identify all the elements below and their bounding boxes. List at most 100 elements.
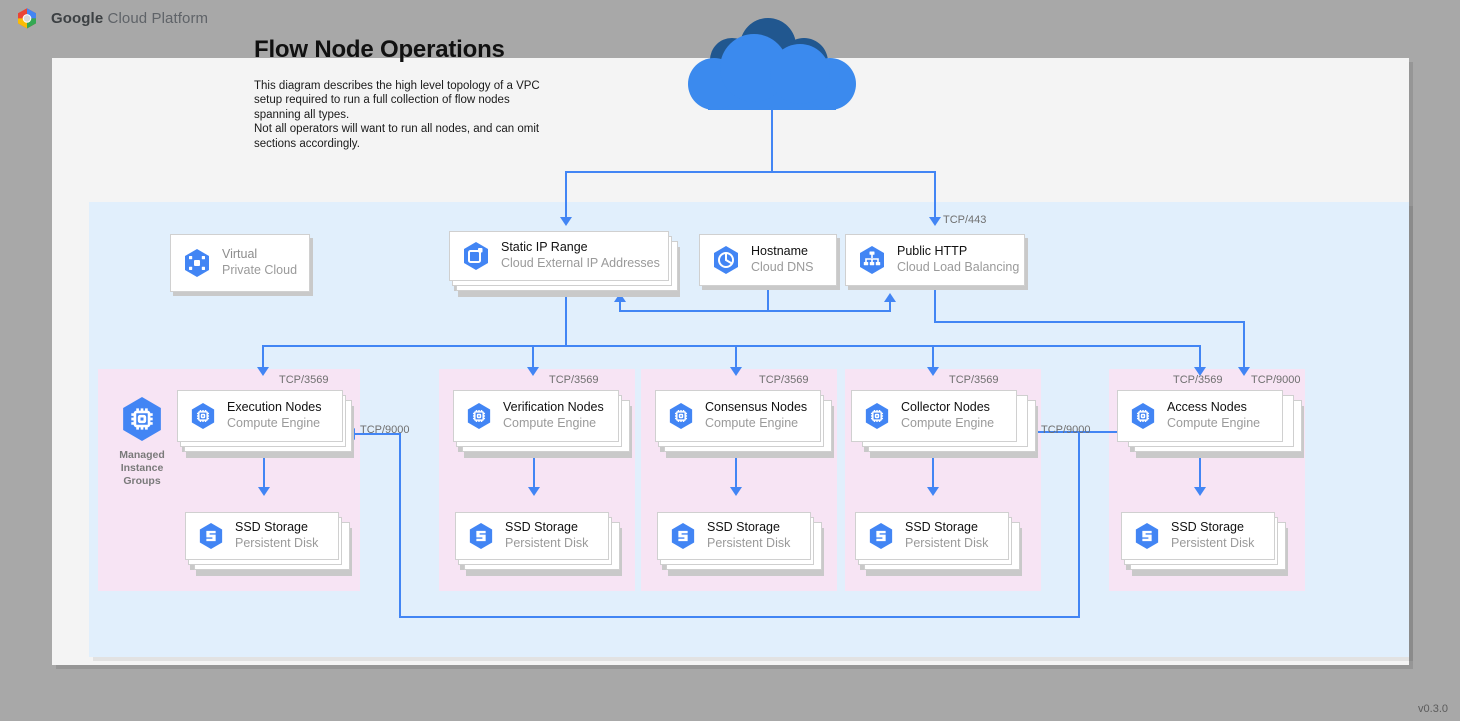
- arrow-access-to-storage: [1194, 487, 1206, 496]
- card-ssd-storage-collector[interactable]: SSD Storage Persistent Disk: [855, 512, 1009, 560]
- arrow-cloud-to-lb: [929, 217, 941, 226]
- card-title: SSD Storage: [235, 520, 308, 535]
- card-subtitle: Persistent Disk: [707, 536, 791, 550]
- card-ssd-storage-verification[interactable]: SSD Storage Persistent Disk: [455, 512, 609, 560]
- cloud-load-balancing-icon: [858, 245, 886, 275]
- port-label-execution-9000: TCP/9000: [360, 424, 410, 436]
- connector-staticip-down: [565, 281, 567, 346]
- card-title: Virtual: [222, 247, 258, 262]
- connector-drop-execution: [262, 345, 264, 369]
- port-label-collector-3569: TCP/3569: [949, 374, 999, 386]
- card-title: Access Nodes: [1167, 400, 1247, 415]
- card-execution-nodes[interactable]: Execution Nodes Compute Engine: [177, 390, 343, 442]
- cloud-external-ip-addresses-icon: [462, 241, 490, 271]
- arrow-drop-execution: [257, 367, 269, 376]
- persistent-disk-icon: [198, 522, 224, 550]
- card-subtitle: Persistent Disk: [905, 536, 989, 550]
- connector-access-to-storage: [1199, 447, 1201, 489]
- card-subtitle: Compute Engine: [705, 416, 799, 430]
- port-label-consensus-3569: TCP/3569: [759, 374, 809, 386]
- connector-cloud-stem: [771, 108, 773, 173]
- connector-return-bus: [619, 310, 891, 312]
- port-label-execution-3569: TCP/3569: [279, 374, 329, 386]
- card-title: Hostname: [751, 244, 808, 259]
- card-text: SSD Storage Persistent Disk: [905, 520, 988, 551]
- card-ssd-storage-access[interactable]: SSD Storage Persistent Disk: [1121, 512, 1275, 560]
- card-verification-nodes[interactable]: Verification Nodes Compute Engine: [453, 390, 619, 442]
- arrow-cloud-to-staticip: [560, 217, 572, 226]
- gcp-brand-title: Google Cloud Platform: [51, 10, 208, 27]
- card-ssd-storage-consensus[interactable]: SSD Storage Persistent Disk: [657, 512, 811, 560]
- connector-drop-verification: [532, 345, 534, 369]
- connector-lb-down: [934, 286, 936, 322]
- card-virtual-private-cloud[interactable]: Virtual Private Cloud: [170, 234, 310, 292]
- arrow-drop-access: [1194, 367, 1206, 376]
- card-text: Virtual Private Cloud: [222, 247, 297, 278]
- port-label-verification-3569: TCP/3569: [549, 374, 599, 386]
- port-label-collector-9000: TCP/9000: [1041, 424, 1091, 436]
- connector-collector-to-storage: [932, 447, 934, 489]
- gcp-brand-rest: Cloud Platform: [103, 10, 209, 27]
- card-text: Public HTTP Cloud Load Balancing: [897, 244, 1019, 275]
- compute-engine-icon: [190, 402, 216, 430]
- card-text: Collector Nodes Compute Engine: [901, 400, 994, 431]
- gcp-brand-bold: Google: [51, 10, 104, 27]
- card-text: SSD Storage Persistent Disk: [1171, 520, 1254, 551]
- diagram-description: This diagram describes the high level to…: [254, 80, 540, 150]
- card-subtitle: Cloud Load Balancing: [897, 260, 1020, 274]
- connector-lb-to-access-h: [934, 321, 1245, 323]
- card-text: SSD Storage Persistent Disk: [235, 520, 318, 551]
- card-title: SSD Storage: [707, 520, 780, 535]
- card-text: Consensus Nodes Compute Engine: [705, 400, 807, 431]
- diagram-title: Flow Node Operations: [254, 36, 505, 63]
- card-title: Static IP Range: [501, 240, 588, 255]
- connector-drop-collector: [932, 345, 934, 369]
- card-text: SSD Storage Persistent Disk: [707, 520, 790, 551]
- card-subtitle: Compute Engine: [227, 416, 321, 430]
- card-subtitle: Private Cloud: [222, 263, 298, 277]
- card-ssd-storage-execution[interactable]: SSD Storage Persistent Disk: [185, 512, 339, 560]
- connector-cloud-bus: [566, 171, 936, 173]
- connector-access-bottom-down: [1078, 431, 1080, 618]
- port-label-tcp443: TCP/443: [943, 214, 987, 226]
- card-text: Static IP Range Cloud External IP Addres…: [501, 240, 660, 271]
- connector-consensus-to-storage: [735, 447, 737, 489]
- cloud-icon: [676, 18, 868, 117]
- connector-cloud-to-lb: [934, 171, 936, 219]
- card-hostname[interactable]: Hostname Cloud DNS: [699, 234, 837, 286]
- card-subtitle: Compute Engine: [1167, 416, 1261, 430]
- arrow-drop-consensus: [730, 367, 742, 376]
- compute-engine-icon: [864, 402, 890, 430]
- card-subtitle: Compute Engine: [901, 416, 995, 430]
- arrow-drop-verification: [527, 367, 539, 376]
- connector-drop-consensus: [735, 345, 737, 369]
- connector-hostname-down: [767, 286, 769, 311]
- google-cloud-hexagon-logo-icon: [14, 6, 40, 32]
- card-title: Execution Nodes: [227, 400, 322, 415]
- persistent-disk-icon: [468, 522, 494, 550]
- card-consensus-nodes[interactable]: Consensus Nodes Compute Engine: [655, 390, 821, 442]
- connector-return-up-lb: [889, 301, 891, 311]
- card-title: Verification Nodes: [503, 400, 604, 415]
- card-access-nodes[interactable]: Access Nodes Compute Engine: [1117, 390, 1283, 442]
- card-public-http[interactable]: Public HTTP Cloud Load Balancing: [845, 234, 1025, 286]
- connector-execution-to-storage: [263, 447, 265, 489]
- gcp-header: Google Cloud Platform: [0, 0, 1460, 37]
- card-static-ip-range[interactable]: Static IP Range Cloud External IP Addres…: [449, 231, 669, 281]
- group-label-managed-instance-groups: Managed Instance Groups: [119, 449, 165, 487]
- card-subtitle: Cloud DNS: [751, 260, 814, 274]
- compute-engine-icon: [1130, 402, 1156, 430]
- connector-cloud-to-staticip: [565, 171, 567, 219]
- connector-return-up-staticip: [619, 301, 621, 311]
- card-title: Consensus Nodes: [705, 400, 808, 415]
- arrow-execution-to-storage: [258, 487, 270, 496]
- card-text: Verification Nodes Compute Engine: [503, 400, 604, 431]
- arrow-verification-to-storage: [528, 487, 540, 496]
- arrow-return-to-staticip: [614, 293, 626, 302]
- managed-instance-groups-icon: [120, 395, 164, 448]
- card-title: SSD Storage: [505, 520, 578, 535]
- card-collector-nodes[interactable]: Collector Nodes Compute Engine: [851, 390, 1017, 442]
- card-text: Hostname Cloud DNS: [751, 244, 814, 275]
- cloud-dns-icon: [712, 245, 740, 275]
- card-subtitle: Persistent Disk: [235, 536, 319, 550]
